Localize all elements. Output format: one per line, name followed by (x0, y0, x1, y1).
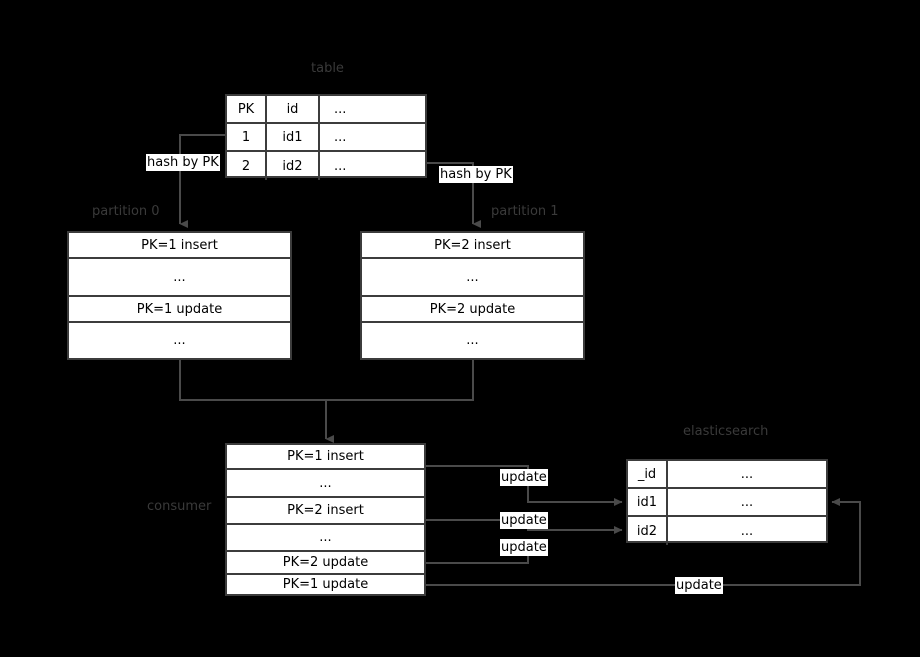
edge-label-update-4: update (675, 577, 723, 594)
table-cell-pk: 2 (227, 152, 267, 180)
partition-0-entry: PK=1 insert (69, 233, 290, 259)
table-cell-rest: ... (334, 129, 347, 145)
consumer-entry: PK=1 insert (227, 445, 424, 470)
table-row: 1 id1 ... (227, 124, 425, 152)
table-header-pk: PK (227, 96, 267, 122)
elasticsearch-cell-id: id1 (628, 489, 668, 515)
edge-label-hash-by-pk-left: hash by PK (146, 154, 220, 171)
partition-0-box: PK=1 insert ... PK=1 update ... (67, 231, 292, 360)
partition-0-entry: ... (173, 333, 186, 348)
consumer-box: PK=1 insert ... PK=2 insert ... PK=2 upd… (225, 443, 426, 596)
caption-partition-1: partition 1 (491, 204, 559, 219)
elasticsearch-cell-rest: ... (740, 466, 754, 482)
source-table: PK id ... 1 id1 ... 2 id2 ... (225, 94, 427, 180)
edge-label-hash-by-pk-right: hash by PK (439, 166, 513, 183)
consumer-entry: PK=2 update (227, 552, 424, 575)
caption-consumer: consumer (147, 499, 212, 514)
partition-1-entry: PK=2 insert (362, 233, 583, 259)
partition-1-box: PK=2 insert ... PK=2 update ... (360, 231, 585, 360)
partition-1-entry: ... (362, 259, 583, 297)
consumer-entry: ... (227, 525, 424, 552)
partition-0-entry: PK=1 update (69, 297, 290, 323)
elasticsearch-box: _id ... id1 ... id2 ... (626, 459, 828, 545)
table-cell-rest: ... (334, 158, 347, 174)
partition-1-entry: PK=2 update (362, 297, 583, 323)
caption-elasticsearch: elasticsearch (683, 424, 769, 439)
elasticsearch-row: id1 ... (628, 489, 826, 517)
wire-table-to-partition0 (179, 134, 225, 228)
elasticsearch-row: id2 ... (628, 517, 826, 545)
consumer-entry: PK=2 insert (227, 498, 424, 525)
elasticsearch-cell-rest: ... (740, 494, 754, 510)
table-cell-id: id2 (267, 152, 320, 180)
table-header-id: id (267, 96, 320, 122)
table-cell-id: id1 (267, 124, 320, 150)
caption-table: table (311, 61, 344, 76)
table-row: 2 id2 ... (227, 152, 425, 180)
partition-1-entry: ... (466, 333, 479, 348)
elasticsearch-cell-id: _id (628, 461, 668, 487)
table-header-row: PK id ... (227, 96, 425, 124)
consumer-entry: ... (227, 470, 424, 498)
wire-partition1-to-consumer (326, 360, 474, 401)
edge-label-update-3: update (500, 539, 548, 556)
elasticsearch-cell-id: id2 (628, 517, 668, 545)
caption-partition-0: partition 0 (92, 204, 160, 219)
elasticsearch-row: _id ... (628, 461, 826, 489)
table-header-rest: ... (334, 101, 347, 117)
edge-label-update-1: update (500, 469, 548, 486)
elasticsearch-cell-rest: ... (740, 523, 754, 539)
partition-0-entry: ... (69, 259, 290, 297)
consumer-entry: PK=1 update (282, 577, 369, 592)
edge-label-update-2: update (500, 512, 548, 529)
table-cell-pk: 1 (227, 124, 267, 150)
wire-partition0-to-consumer (179, 360, 326, 401)
